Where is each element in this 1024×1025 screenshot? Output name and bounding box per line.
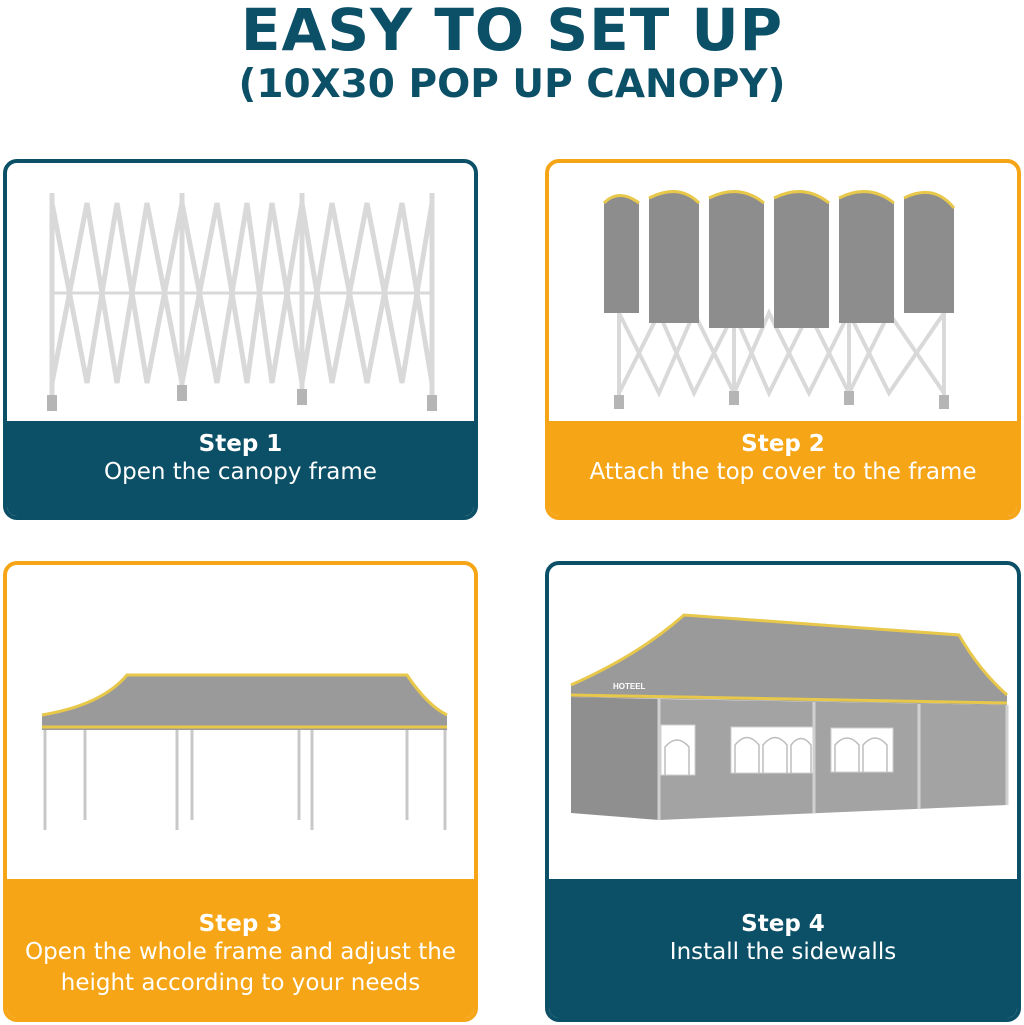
step-1-text: Open the canopy frame [104,459,377,485]
step-3-band: Step 3 Open the whole frame and adjust t… [7,879,474,1018]
step-4-label: Step 4 [741,911,825,937]
step-2-band: Step 2 Attach the top cover to the frame [549,421,1017,516]
step-4-band: Step 4 Install the sidewalls [549,879,1017,1018]
step-4-text: Install the sidewalls [669,939,897,965]
step-1-card: Step 1 Open the canopy frame [3,159,478,520]
step-3-text: Open the whole frame and adjust the heig… [25,939,456,996]
step-2-card: Step 2 Attach the top cover to the frame [545,159,1021,520]
step-2-text: Attach the top cover to the frame [589,459,977,485]
brand-logo: HOTEEL [613,682,646,691]
step-4-card: HOTEEL Step 4 Install the sidewalls [545,561,1021,1022]
canopy-with-sidewalls-illustration: HOTEEL [549,565,1017,883]
step-3-card: Step 3 Open the whole frame and adjust t… [3,561,478,1022]
frame-with-cover-illustration [549,163,1017,425]
step-1-band: Step 1 Open the canopy frame [7,421,474,516]
page-subtitle: (10X30 POP UP CANOPY) [238,62,786,107]
open-canopy-illustration [7,565,474,883]
step-3-label: Step 3 [198,911,283,937]
folded-frame-illustration [7,163,474,425]
step-1-label: Step 1 [198,431,283,457]
step-2-label: Step 2 [741,431,825,457]
page-title: EASY TO SET UP [240,0,784,64]
